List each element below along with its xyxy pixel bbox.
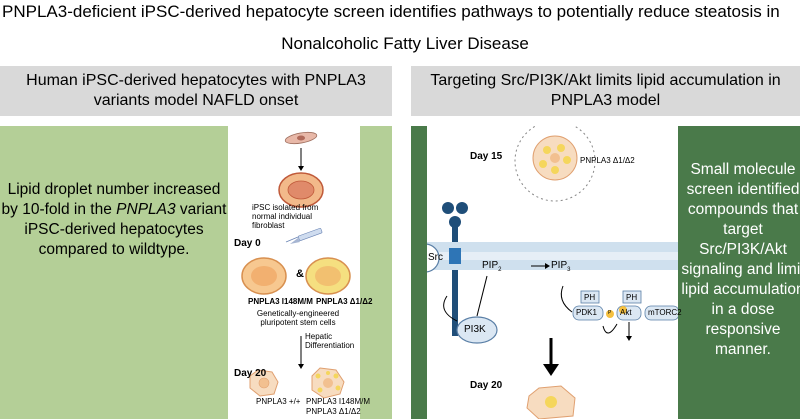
- left-green-strip: [360, 126, 392, 419]
- day15-label: Day 15: [470, 151, 503, 162]
- lipid-laden-cell: [514, 126, 596, 202]
- phospho-label: P: [608, 310, 612, 316]
- pip3-label: PIP3: [551, 260, 570, 273]
- ipsc-label: iPSC isolated from normal individual fib…: [252, 203, 319, 230]
- left-summary-pre: Lipid droplet number increased by 10-fol…: [1, 181, 221, 218]
- src-label: Src: [428, 252, 443, 263]
- right-summary: Small molecule screen identified compoun…: [681, 161, 800, 358]
- pdk1-node: [572, 305, 604, 321]
- ipsc-cell: [278, 172, 324, 208]
- left-green-box: [0, 126, 228, 419]
- hepatic-label: Hepatic Differentiation: [305, 332, 355, 350]
- pip2-label: PIP2: [482, 260, 501, 273]
- right-green-box: [678, 126, 800, 419]
- left-summary-post: variant iPSC-derived hepatocytes compare…: [24, 201, 227, 258]
- receptor-icon: [442, 202, 468, 336]
- ph1-box: [580, 290, 600, 304]
- pi3k-node: [456, 316, 498, 344]
- syringe-icon: [285, 227, 323, 244]
- variant2-label: PNPLA3 Δ1/Δ2: [316, 297, 373, 306]
- cell-membrane: [427, 242, 678, 270]
- src-node: [427, 243, 440, 273]
- ph1-label: PH: [584, 293, 596, 302]
- day0-label: Day 0: [234, 238, 261, 249]
- day20-right-label: Day 20: [470, 380, 503, 391]
- day20-left-label: Day 20: [234, 368, 267, 379]
- mut-label-2: PNPLA3 Δ1/Δ2: [306, 407, 361, 416]
- pdk1-label: PDK1: [576, 308, 597, 317]
- left-summary-gene: PNPLA3: [116, 201, 176, 218]
- figure-title: PNPLA3-deficient iPSC-derived hepatocyte…: [2, 2, 780, 21]
- right-header-text: Targeting Src/PI3K/Akt limits lipid accu…: [430, 72, 781, 109]
- pip3-text: PIP: [551, 260, 568, 271]
- ampersand: &: [296, 268, 304, 280]
- wt-hepatocyte: [249, 369, 279, 397]
- left-summary: Lipid droplet number increased by 10-fol…: [0, 180, 228, 260]
- left-panel-header: Human iPSC-derived hepatocytes with PNPL…: [0, 66, 392, 116]
- variant1-cell: [241, 257, 287, 295]
- akt-label: Akt: [620, 308, 632, 317]
- right-panel-header: Targeting Src/PI3K/Akt limits lipid accu…: [411, 66, 800, 116]
- pip2-text: PIP: [482, 260, 499, 271]
- phospho-2: [619, 306, 627, 314]
- phospho-1: [606, 310, 614, 318]
- signaling-diagram: [427, 126, 678, 419]
- mtorc2-label: mTORC2: [648, 308, 682, 317]
- figure-subtitle: Nonalcoholic Fatty Liver Disease: [281, 34, 529, 53]
- pip3-sub: 3: [567, 267, 571, 273]
- differentiation-diagram: [241, 131, 351, 399]
- pi3k-label: PI3K: [464, 324, 486, 335]
- left-header-text: Human iPSC-derived hepatocytes with PNPL…: [26, 72, 366, 109]
- ph2-box: [622, 290, 642, 304]
- variant1-label: PNPLA3 I148M/M: [248, 297, 313, 306]
- fibroblast-cell: [284, 131, 318, 145]
- mutant-hepatocyte: [311, 367, 345, 399]
- wt-label: PNPLA3 +/+: [256, 397, 301, 406]
- day15-variant-label: PNPLA3 Δ1/Δ2: [580, 156, 635, 165]
- ph2-label: PH: [626, 293, 638, 302]
- right-green-strip: [411, 126, 427, 419]
- engineered-label: Genetically-engineered pluripotent stem …: [256, 309, 340, 327]
- mut-label-1: PNPLA3 I148M/M: [306, 397, 371, 406]
- pip2-sub: 2: [498, 267, 502, 273]
- mtorc2-node: [644, 305, 678, 321]
- reduced-lipid-cell: [526, 385, 576, 419]
- variant2-cell: [305, 257, 351, 295]
